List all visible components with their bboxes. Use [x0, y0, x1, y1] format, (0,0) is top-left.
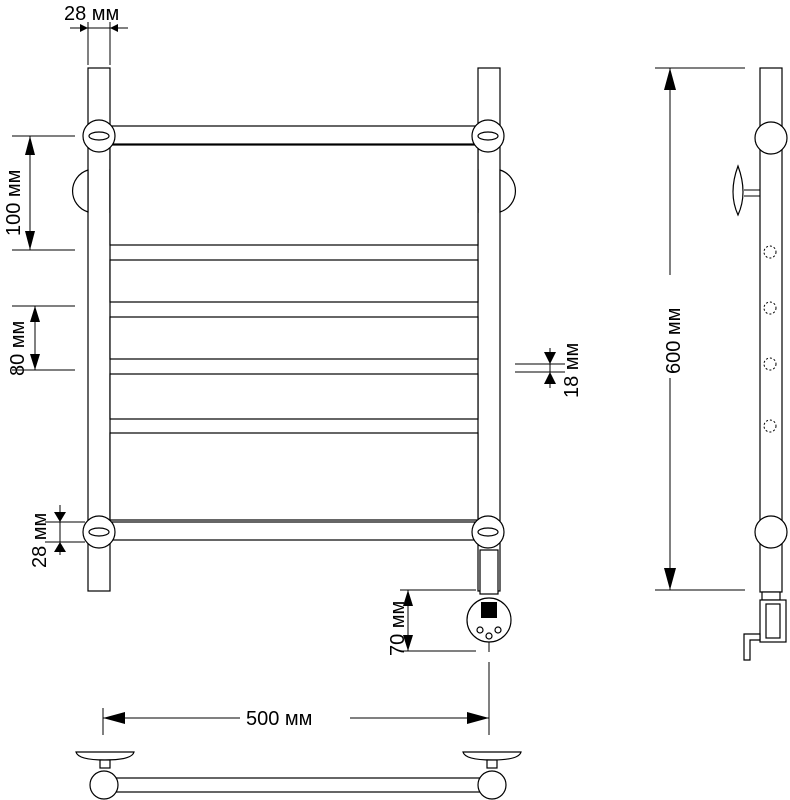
heater-button-1 — [476, 626, 484, 634]
side-view-wall-flange — [732, 164, 744, 217]
side-view-hole-2 — [763, 301, 777, 315]
joint-bottom-left-cap — [88, 527, 110, 537]
top-view-bar — [109, 777, 487, 793]
top-view-left-flange — [75, 751, 135, 761]
joint-top-left-cap — [88, 131, 110, 141]
top-view-right-ball — [477, 770, 507, 800]
left-wall-bracket — [72, 169, 89, 213]
flat-rung-5 — [109, 432, 479, 521]
top-view-right-stem — [486, 759, 498, 769]
flat-rung-3 — [109, 316, 479, 360]
front-dimensions: 28 мм 100 мм 80 мм 18 мм 28 мм — [3, 3, 583, 735]
joint-top-right-cap — [477, 131, 499, 141]
side-view-heater-cable — [743, 633, 761, 661]
dim-top-spacing-label: 100 мм — [3, 170, 25, 236]
side-view-heater-cap — [761, 591, 781, 601]
front-view — [72, 67, 516, 652]
dim-rung-height-label: 18 мм — [561, 343, 583, 398]
side-view-hole-4 — [763, 419, 777, 433]
heater-display — [481, 602, 497, 618]
flat-rung-1 — [109, 144, 479, 246]
heater-button-2 — [485, 632, 493, 640]
height-dimension: 600 мм — [655, 67, 745, 591]
side-view-hole-1 — [763, 245, 777, 259]
top-crossbar — [109, 125, 479, 145]
dim-tube-width-label: 28 мм — [64, 3, 119, 25]
dim-rung-spacing-label: 80 мм — [7, 321, 29, 376]
right-wall-bracket-right — [499, 169, 516, 213]
flat-rung-4 — [109, 373, 479, 420]
top-view — [75, 751, 522, 800]
dim-width-label: 500 мм — [246, 708, 312, 730]
top-view-left-stem — [99, 759, 111, 769]
bottom-crossbar — [109, 521, 479, 541]
dim-bottom-tube-label: 28 мм — [29, 513, 51, 568]
top-view-left-ball — [89, 770, 119, 800]
joint-bottom-right-cap — [477, 527, 499, 537]
top-view-right-flange — [462, 751, 522, 761]
dim-height-label: 600 мм — [663, 308, 685, 374]
side-view-bottom-ball — [754, 515, 788, 549]
dim-heater-label: 70 мм — [387, 601, 409, 656]
heater-neck — [479, 549, 499, 595]
side-view-top-ball — [754, 121, 788, 155]
side-view-heater-inner — [765, 603, 781, 639]
side-view-hole-3 — [763, 357, 777, 371]
side-view — [732, 67, 788, 661]
heater-button-3 — [494, 626, 502, 634]
flat-rung-2 — [109, 259, 479, 303]
